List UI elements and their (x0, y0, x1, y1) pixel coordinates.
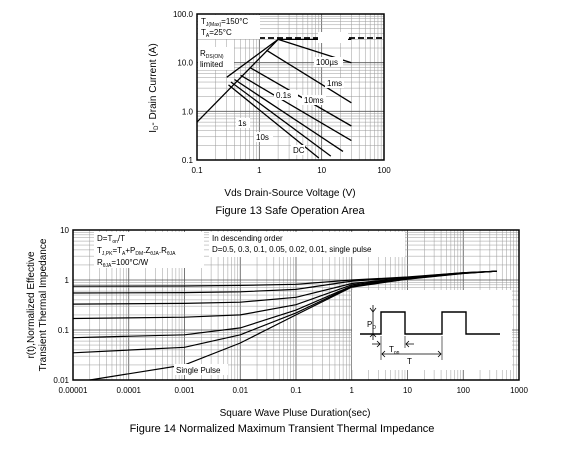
inset-t-label: T (407, 357, 412, 366)
soa-curve-label-background (325, 78, 344, 88)
tti-y-axis-label-line2: Transient Thermal Impedance (38, 238, 49, 371)
soa-y-tick-label: 0.1 (182, 156, 194, 165)
tti-tjpk-formula: TJ,PK=TA+PDM.ZθJA.RθJA (97, 246, 176, 257)
soa-tj-annotation: TJ(Max)=150°C (201, 17, 248, 28)
soa-curve-label: 10s (256, 133, 269, 142)
tti-y-tick-label: 1 (65, 276, 70, 285)
inset-ton-arrow (372, 340, 414, 348)
soa-series-1s (234, 78, 344, 152)
inset-background (352, 290, 512, 370)
soa-y-tick-label: 1.0 (182, 107, 194, 116)
soa-ta-annotation: TA=25°C (201, 28, 232, 39)
tti-x-tick-label: 100 (457, 386, 471, 395)
tti-x-tick-label: 0.01 (232, 386, 248, 395)
soa-curve-label: 0.1s (276, 91, 291, 100)
tti-series-group (72, 270, 497, 381)
soa-curve-label-background (302, 95, 326, 105)
tti-x-axis-label: Square Wave Pluse Duration(sec) (220, 408, 371, 419)
soa-curve-label: 1s (238, 119, 246, 128)
soa-label-box-10us (318, 32, 348, 43)
tti-x-tick-label: 0.001 (174, 386, 195, 395)
tti-series-d-0-5 (72, 270, 497, 287)
tti-tick-labels: 0.00001 0.0001 0.001 0.01 0.1 1 10 100 1000 0.01 0… (53, 226, 528, 395)
soa-x-axis-label: Vds Drain-Source Voltage (V) (224, 188, 355, 199)
soa-series-10s (230, 81, 332, 157)
tti-x-tick-label: 0.00001 (59, 386, 88, 395)
soa-x-tick-label: 1 (257, 166, 262, 175)
tti-single-pulse-background (174, 364, 228, 375)
inset-ton-label: Ton (389, 345, 400, 356)
soa-series-0-1s (240, 74, 352, 142)
figure-13-caption: Figure 13 Safe Operation Area (215, 205, 365, 217)
tti-single-pulse-label: Single Pulse (176, 366, 221, 375)
inset-pulse-waveform (360, 311, 500, 335)
soa-curve-label-background (314, 57, 343, 67)
tti-x-tick-label: 0.1 (290, 386, 302, 395)
tti-plot-frame (72, 229, 520, 381)
soa-curve-label: DC (293, 146, 305, 155)
soa-curve-label-background (274, 90, 298, 100)
pulse-waveform-inset: PD Ton T (352, 290, 512, 370)
soa-curve-label-background (254, 132, 273, 142)
soa-rds-limited-annotation: limited (200, 60, 223, 69)
soa-curve-label: 100µs (316, 58, 338, 67)
tti-rth-value: RθJA=100°C/W (97, 258, 149, 269)
tti-order-line1: In descending order (212, 234, 283, 243)
tti-left-annotation-background (94, 232, 204, 268)
soa-curve-label: 10ms (304, 96, 324, 105)
soa-x-tick-label: 100 (377, 166, 391, 175)
soa-curve-label-background (291, 145, 305, 155)
figure-14-caption: Figure 14 Normalized Maximum Transient T… (130, 423, 435, 435)
soa-curve-label: 1ms (327, 79, 342, 88)
tti-duty-definition: D=Ton/T (97, 234, 125, 245)
tti-order-line2: D=0.5, 0.3, 0.1, 0.05, 0.02, 0.01, singl… (212, 245, 372, 254)
soa-annotation-background (198, 15, 260, 39)
soa-tick-labels: 0.1 1 10 100 0.1 1.0 10.0 100.0 (173, 10, 391, 175)
transient-thermal-impedance-chart: 0.00001 0.0001 0.001 0.01 0.1 1 10 100 1000 0.01 0… (26, 226, 528, 435)
soa-x-tick-label: 0.1 (191, 166, 203, 175)
soa-curve-label-background (236, 118, 250, 128)
tti-y-tick-label: 10 (60, 226, 69, 235)
soa-y-tick-label: 100.0 (173, 10, 194, 19)
soa-series-10ms (249, 66, 352, 127)
soa-x-tick-label: 10 (317, 166, 326, 175)
soa-rds-annotation: RDS(ON) (200, 49, 224, 60)
inset-t-arrow (381, 350, 442, 358)
tti-right-annotation-background (209, 232, 405, 257)
soa-series-1ms (266, 49, 352, 104)
tti-x-tick-label: 1 (350, 386, 355, 395)
inset-pd-arrowheads (369, 307, 377, 338)
tti-x-tick-label: 10 (403, 386, 412, 395)
soa-y-axis-label: ID- Drain Current (A) (148, 43, 160, 132)
tti-x-tick-label: 0.0001 (117, 386, 142, 395)
tti-y-tick-label: 0.01 (53, 376, 69, 385)
tti-y-axis-label-line1: r(t),Normalized Effective (26, 251, 37, 359)
soa-y-tick-label: 10.0 (177, 59, 193, 68)
inset-pd-label: PD (367, 320, 376, 331)
soa-rds-label-background (198, 47, 234, 70)
soa-series-rds-on-limited (196, 38, 279, 123)
tti-series-single-pulse (89, 270, 497, 381)
tti-x-tick-label: 1000 (510, 386, 528, 395)
soa-plot-frame (196, 13, 385, 161)
tti-y-tick-label: 0.1 (58, 326, 70, 335)
